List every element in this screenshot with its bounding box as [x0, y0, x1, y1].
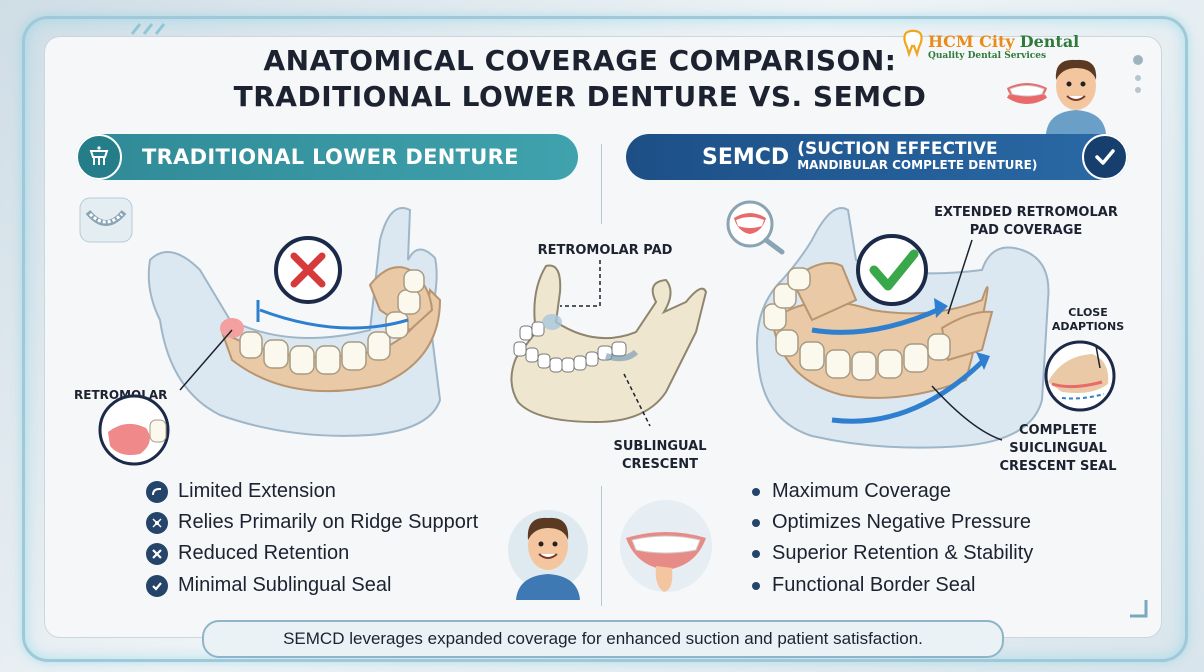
bullet-dot [752, 581, 760, 590]
patient-avatar [508, 510, 588, 600]
right-bullet-3-text: Superior Retention & Stability [772, 542, 1034, 564]
right-label-complete-line1: COMPLETE [1019, 423, 1097, 438]
brand-name-part1: HCM City [928, 32, 1015, 51]
brand-logo: HCM City Dental Quality Dental Services [903, 29, 1080, 61]
outer-frame [22, 16, 1188, 662]
center-label-sublingual-line2: CRESCENT [622, 457, 698, 472]
retromolar-zoom-circle [98, 394, 170, 466]
right-bullet-1: Maximum Coverage [752, 480, 951, 503]
right-label-complete: COMPLETE SUICLINGUAL CRESCENT SEAL [976, 422, 1140, 476]
check-circle-icon [1082, 134, 1128, 180]
right-label-complete-line3: CRESCENT SEAL [999, 459, 1117, 474]
side-decor [1130, 55, 1148, 618]
left-bullet-4-text: Minimal Sublingual Seal [178, 574, 392, 596]
left-bullet-1: Limited Extension [146, 480, 336, 503]
left-bullet-4: Minimal Sublingual Seal [146, 574, 391, 597]
page-title-line2: TRADITIONAL LOWER DENTURE VS. SEMCD [233, 80, 927, 113]
right-bullet-1-text: Maximum Coverage [772, 480, 951, 502]
left-bullet-3: Reduced Retention [146, 542, 349, 565]
divider-bottom [601, 486, 602, 606]
teeth-model-icon [1006, 83, 1048, 104]
semcd-heading-sub1: (SUCTION EFFECTIVE [797, 139, 998, 159]
left-bullet-1-text: Limited Extension [178, 480, 336, 502]
close-adaption-zoom-circle [1044, 340, 1116, 412]
bullet-dot [752, 549, 760, 558]
brand-name-part2: Dental [1019, 32, 1080, 51]
semcd-heading-sub: (SUCTION EFFECTIVE MANDIBULAR COMPLETE D… [797, 141, 1037, 173]
bullet-dot [752, 487, 760, 496]
traditional-denture-banner: TRADITIONAL LOWER DENTURE [76, 134, 578, 180]
right-bullet-2-text: Optimizes Negative Pressure [772, 511, 1031, 533]
right-label-close: CLOSE ADAPTIONS [1040, 306, 1136, 334]
traditional-jaw-illustration [147, 207, 442, 437]
right-label-close-line2: ADAPTIONS [1051, 320, 1125, 333]
right-label-extended-line1: EXTENDED RETROMOLAR [934, 205, 1118, 220]
right-bullet-2: Optimizes Negative Pressure [752, 511, 1031, 534]
right-label-close-line1: CLOSE [1068, 306, 1108, 319]
denture-badge-icon [79, 197, 133, 243]
x-circle-icon [146, 542, 168, 565]
semcd-heading-sub2: MANDIBULAR COMPLETE DENTURE) [797, 158, 1038, 172]
smile-closeup-icon [620, 500, 712, 592]
center-label-sublingual-line1: SUBLINGUAL [613, 439, 707, 454]
center-pointer-lines [560, 260, 651, 427]
divider-top [601, 144, 602, 224]
right-label-extended-line2: PAD COVERAGE [969, 223, 1083, 238]
semcd-heading-main: SEMCD [702, 144, 790, 170]
dentist-avatar [1046, 59, 1106, 134]
mandible-illustration [510, 264, 708, 424]
right-bullet-3: Superior Retention & Stability [752, 542, 1033, 565]
right-bullet-4-text: Functional Border Seal [772, 574, 976, 596]
center-label-sublingual: SUBLINGUAL CRESCENT [600, 438, 720, 474]
semcd-jaw-illustration [756, 207, 1050, 449]
ridge-support-icon [146, 511, 168, 534]
right-bullet-4: Functional Border Seal [752, 574, 975, 597]
limited-extension-icon [146, 480, 168, 503]
left-bullet-3-text: Reduced Retention [178, 542, 350, 564]
center-label-retromolar: RETROMOLAR PAD [537, 243, 673, 258]
right-label-extended: EXTENDED RETROMOLAR PAD COVERAGE [912, 204, 1140, 240]
left-bullet-2-text: Relies Primarily on Ridge Support [178, 511, 479, 533]
bullet-dot [752, 518, 760, 527]
page-title-line1: ANATOMICAL COVERAGE COMPARISON: [263, 44, 897, 77]
traditional-denture-heading: TRADITIONAL LOWER DENTURE [142, 145, 519, 169]
brand-tagline: Quality Dental Services [928, 51, 1047, 61]
tooth-logo-icon [903, 29, 923, 58]
denture-icon [76, 134, 122, 180]
semcd-banner: SEMCD (SUCTION EFFECTIVE MANDIBULAR COMP… [626, 134, 1128, 180]
right-label-complete-line2: SUICLINGUAL [1009, 441, 1107, 456]
left-bullet-2: Relies Primarily on Ridge Support [146, 511, 478, 534]
check-icon [146, 574, 168, 597]
corner-dashes [130, 23, 166, 35]
footer-summary: SEMCD leverages expanded coverage for en… [202, 620, 1004, 658]
magnifier-teeth-icon [726, 200, 785, 255]
